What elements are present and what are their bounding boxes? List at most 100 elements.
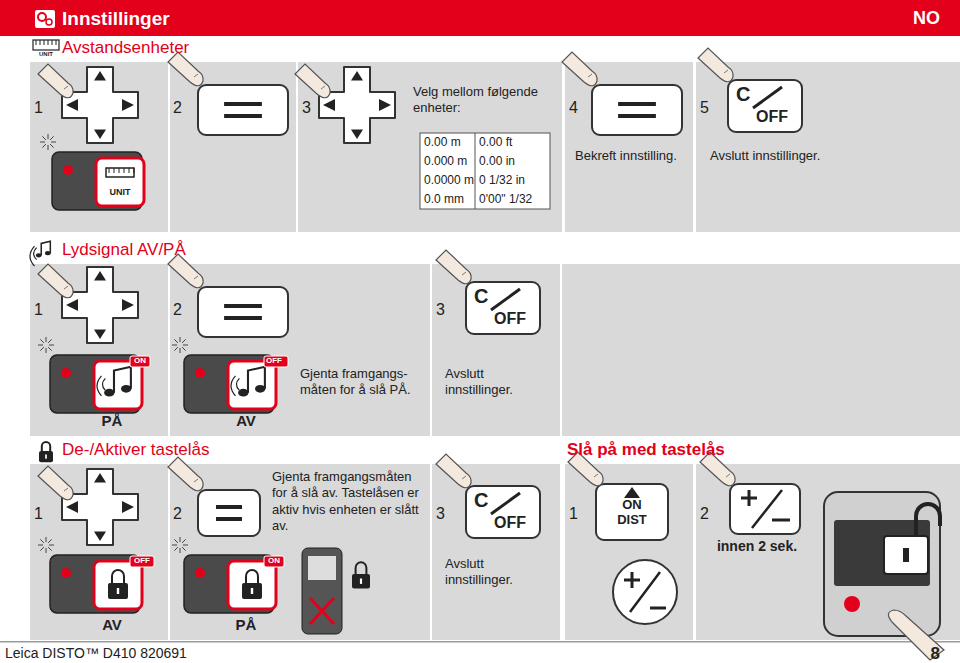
panel-ground [696, 464, 960, 640]
spark-mark [172, 537, 188, 553]
finger [38, 466, 73, 500]
clear-off-key [466, 486, 540, 538]
panel-ground [30, 62, 168, 232]
key-slash [752, 490, 782, 528]
hand-icon [698, 48, 733, 82]
table-cell: 0.00 m [424, 135, 474, 149]
table-cell: 0.00 ft [479, 135, 549, 149]
hand-icon [562, 52, 597, 86]
ruler-icon [33, 40, 59, 50]
arrow-triangle [379, 99, 391, 111]
nail [64, 488, 68, 491]
nail [462, 476, 466, 479]
footer-text: Leica DISTO™ D410 820691 [5, 645, 325, 662]
finger [436, 250, 471, 284]
arrow-triangle [94, 531, 106, 541]
spark-mark [172, 337, 188, 353]
icon-frame [35, 10, 55, 28]
panel-ground [565, 464, 693, 640]
unlock-shackle [916, 504, 940, 536]
display-icon [94, 361, 142, 409]
spark-ray [182, 339, 186, 343]
key-slash [491, 493, 520, 514]
arrow-triangle [122, 501, 134, 513]
page-number: 8 [880, 644, 940, 663]
spark-ray [48, 547, 52, 551]
lock-shackle [42, 442, 50, 451]
spark-ray [182, 347, 186, 351]
spark-ray [46, 337, 47, 342]
ruler-icon [106, 168, 134, 177]
keyhole [903, 548, 909, 562]
finger [295, 64, 330, 98]
dpad-outline [319, 67, 395, 143]
badge-text: ON [130, 356, 150, 367]
device-body [824, 492, 940, 636]
icon-text: UNIT [31, 51, 61, 58]
spark-ray [180, 537, 181, 542]
step-text: Velg mellom følgende enheter: [413, 84, 558, 117]
key-text: C [474, 489, 492, 511]
step-text: PÅ [226, 616, 266, 635]
spark-ray [40, 339, 44, 343]
step-number: 2 [173, 300, 193, 320]
step-text: Avslutt innstillinger. [445, 366, 555, 399]
lock-body [108, 583, 128, 599]
spark-ray [38, 345, 43, 346]
hand-icon [168, 52, 203, 86]
section-heading: Avstandsenheter [62, 38, 362, 58]
key-slash [753, 87, 782, 108]
step-panel: 2PÅGjenta framgangsmåten for å slå av. T… [170, 464, 430, 640]
unlock-body [884, 536, 928, 574]
spark-ray [180, 337, 181, 342]
step-text: Avslutt innstillinger. [445, 556, 555, 589]
spark-ray [172, 545, 177, 546]
hand-icon [168, 457, 203, 491]
lock-body [352, 574, 370, 588]
finger [38, 64, 73, 98]
key-slash [491, 289, 520, 310]
nail [588, 74, 592, 77]
nail [594, 474, 598, 477]
key-outline [728, 80, 802, 132]
step-number: 1 [569, 504, 589, 524]
spark-ray [48, 347, 52, 351]
key-outline [198, 287, 288, 337]
arrow-triangle [66, 299, 78, 311]
table-cell: 0.00 in [479, 154, 549, 168]
page-title: Innstillinger [62, 7, 170, 31]
spark-ray [48, 134, 49, 139]
icon-text: UNIT [100, 188, 140, 198]
equals-bar [618, 102, 656, 106]
note-stem [114, 367, 131, 393]
arrow-triangle [351, 71, 363, 81]
device-emblem [195, 568, 205, 578]
lock-body [39, 451, 53, 462]
step-text: Avslutt innstillinger. [710, 148, 830, 164]
spark-ray [49, 345, 54, 346]
table-cell: 0.0000 m [424, 173, 474, 187]
spark-ray [46, 537, 47, 542]
language-code: NO [880, 8, 940, 30]
step-number: 4 [569, 98, 589, 118]
spark-ray [40, 347, 44, 351]
key-text: C [474, 285, 492, 307]
step-panel: 5Avslutt innstillinger. [696, 62, 960, 232]
table-divider [475, 133, 476, 209]
finger [698, 48, 733, 82]
header-bar [0, 0, 960, 36]
table-frame [420, 133, 550, 209]
step-number: 1 [34, 300, 54, 320]
spark-ray [46, 348, 47, 353]
spark-ray [38, 545, 43, 546]
lock-body [242, 583, 262, 599]
lock-shackle [356, 562, 367, 574]
dpad-key [319, 67, 395, 143]
lock-shackle [246, 570, 258, 583]
step-text: AV [92, 616, 132, 635]
spark-ray [174, 539, 178, 543]
arrow-triangle [94, 271, 106, 281]
ruler-tick [44, 40, 45, 45]
step-number: 2 [700, 504, 720, 524]
panel-ground [170, 264, 430, 436]
